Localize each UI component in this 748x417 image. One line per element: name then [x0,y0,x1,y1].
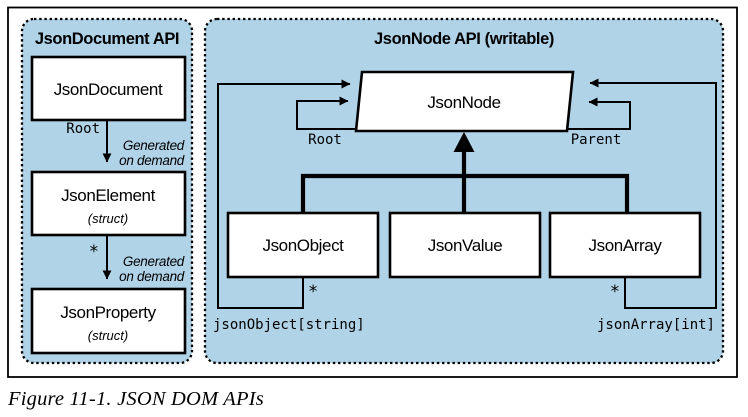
edge-object-indexer [217,79,351,309]
node-json-node-label: JsonNode [427,93,500,112]
left-panel: JsonDocument API JsonDocument Root Gener… [20,17,194,365]
edge-root-label: Root [66,121,100,137]
star-array-label: * [610,282,620,302]
edge-parent-loop [567,97,631,130]
generated-on-demand-label-2a: Generated [123,254,185,269]
array-indexer-label: jsonArray[int] [597,317,715,333]
object-indexer-label: jsonObject[string] [213,317,365,333]
box-json-value-label: JsonValue [428,236,503,255]
box-json-property [30,287,187,355]
generated-on-demand-label-1b: on demand [119,153,185,168]
box-json-object-label: JsonObject [262,236,344,255]
box-json-property-label: JsonProperty [60,303,156,322]
box-json-document-label: JsonDocument [54,80,163,99]
root-loop-label: Root [308,132,342,148]
right-panel-title: JsonNode API (writable) [374,30,554,48]
box-json-value [388,211,542,279]
edge-star-label: * [89,242,99,262]
node-json-node [354,70,575,133]
inheritance-arrowhead [453,132,475,152]
box-json-array [548,211,702,279]
generated-on-demand-label-1a: Generated [123,138,185,153]
box-json-document [30,55,187,122]
parent-loop-label: Parent [571,132,622,148]
star-object-label: * [308,282,318,302]
box-json-property-sublabel: (struct) [88,328,128,343]
box-json-element-sublabel: (struct) [88,211,128,226]
edge-array-indexer [589,78,717,309]
left-panel-title: JsonDocument API [35,30,179,48]
box-json-array-label: JsonArray [589,236,663,255]
generated-on-demand-label-2b: on demand [119,269,185,284]
figure-caption: Figure 11-1. JSON DOM APIs [7,388,264,410]
box-json-element-label: JsonElement [61,186,156,205]
right-panel: JsonNode API (writable) JsonNode Root Pa… [203,17,725,365]
edge-root-loop [296,96,357,130]
box-json-object [226,211,380,279]
box-json-element [30,170,187,237]
